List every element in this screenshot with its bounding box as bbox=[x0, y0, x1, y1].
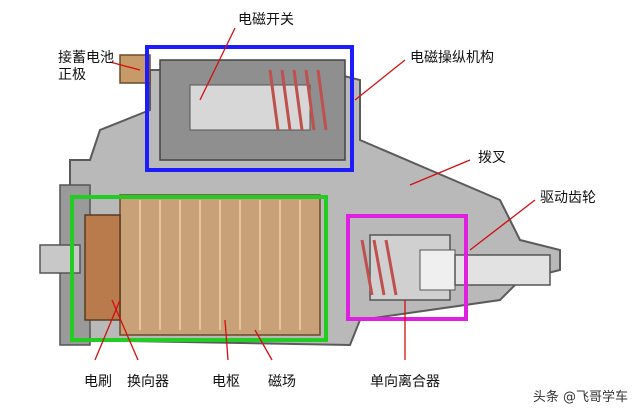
pinion bbox=[419, 249, 456, 291]
watermark: 头条 @飞哥学车 bbox=[532, 390, 628, 405]
winding-lines bbox=[139, 200, 301, 330]
switch-highlight-box bbox=[145, 45, 354, 172]
label-electromagnetic-mechanism: 电磁操纵机构 bbox=[410, 50, 494, 66]
clutch-highlight-box bbox=[346, 214, 468, 321]
plunger bbox=[189, 84, 311, 131]
label-one-way-clutch: 单向离合器 bbox=[370, 374, 440, 390]
commutator-shape bbox=[84, 214, 121, 321]
label-shift-fork: 拨叉 bbox=[478, 150, 506, 166]
label-electromagnetic-switch: 电磁开关 bbox=[238, 12, 294, 28]
motor-highlight-box bbox=[70, 195, 328, 342]
label-magnetic-field: 磁场 bbox=[268, 374, 296, 390]
label-commutator: 换向器 bbox=[127, 374, 169, 390]
leader-lines bbox=[94, 27, 536, 361]
switch-spring bbox=[268, 69, 328, 131]
label-battery-positive: 接蓄电池正极 bbox=[58, 50, 114, 83]
label-armature: 电枢 bbox=[212, 374, 240, 390]
label-drive-gear: 驱动齿轮 bbox=[540, 190, 596, 206]
label-brush: 电刷 bbox=[84, 374, 112, 390]
clutch-spring bbox=[360, 239, 398, 296]
output-shaft bbox=[454, 254, 551, 286]
